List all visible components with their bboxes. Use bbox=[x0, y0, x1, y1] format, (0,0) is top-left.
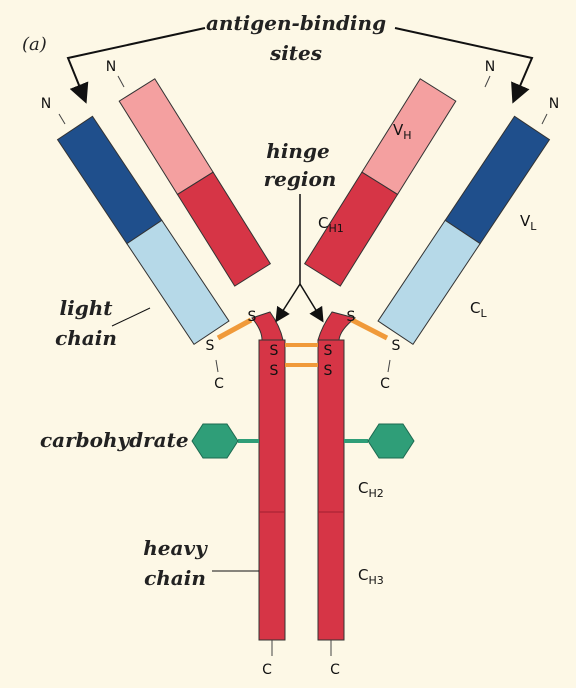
hinge-s-right-1: S bbox=[324, 343, 333, 359]
light-chain-label-line1: light bbox=[60, 296, 114, 320]
right-light-constant-domain bbox=[378, 220, 480, 344]
carbohydrate-label: carbohydrate bbox=[40, 428, 189, 452]
right-carbohydrate bbox=[368, 424, 414, 458]
right-light-n-label: N bbox=[549, 96, 559, 112]
right-heavy-c-label: C bbox=[330, 662, 340, 678]
left-heavy-n-stub bbox=[118, 76, 124, 87]
left-light-n-stub bbox=[59, 114, 65, 124]
right-heavy-s-label: S bbox=[347, 309, 356, 325]
vl-label: VL bbox=[520, 212, 537, 233]
hinge-arrow-left bbox=[277, 284, 300, 320]
ch2-label: CH2 bbox=[358, 479, 384, 500]
left-hinge bbox=[252, 312, 283, 340]
right-light-s-label: S bbox=[392, 338, 401, 354]
left-heavy-s-label: S bbox=[248, 309, 257, 325]
right-heavy-n-stub bbox=[485, 76, 490, 87]
ch3-label: CH3 bbox=[358, 566, 384, 587]
left-light-c-label: C bbox=[214, 376, 224, 392]
right-light-c-label: C bbox=[380, 376, 390, 392]
left-antigen-arrow bbox=[68, 28, 205, 100]
panel-label: (a) bbox=[22, 34, 47, 55]
heavy-chain-label-line2: chain bbox=[144, 566, 206, 590]
left-heavy-c-label: C bbox=[262, 662, 272, 678]
light-chain-pointer bbox=[112, 308, 150, 326]
left-carbohydrate bbox=[192, 424, 238, 458]
hinge-arrow-right bbox=[300, 284, 322, 320]
antigen-binding-label-line2: sites bbox=[269, 41, 322, 65]
light-chain-label-line2: chain bbox=[55, 326, 117, 350]
right-heavy-n-label: N bbox=[485, 59, 495, 75]
cl-label: CL bbox=[470, 299, 487, 320]
left-light-c-stub bbox=[216, 360, 218, 372]
right-light-n-stub bbox=[542, 114, 547, 124]
hinge-label-line2: region bbox=[264, 167, 337, 191]
hinge-s-left-1: S bbox=[270, 343, 279, 359]
hinge-label-line1: hinge bbox=[266, 139, 329, 163]
left-heavy-stem bbox=[259, 340, 285, 640]
left-light-s-label: S bbox=[206, 338, 215, 354]
right-heavy-stem bbox=[318, 340, 344, 640]
right-light-c-stub bbox=[388, 360, 390, 372]
antigen-binding-label-line1: antigen-binding bbox=[206, 11, 386, 35]
hinge-s-right-2: S bbox=[324, 363, 333, 379]
left-light-n-label: N bbox=[41, 96, 51, 112]
heavy-chain-label-line1: heavy bbox=[143, 536, 208, 560]
left-heavy-n-label: N bbox=[106, 59, 116, 75]
hinge-s-left-2: S bbox=[270, 363, 279, 379]
